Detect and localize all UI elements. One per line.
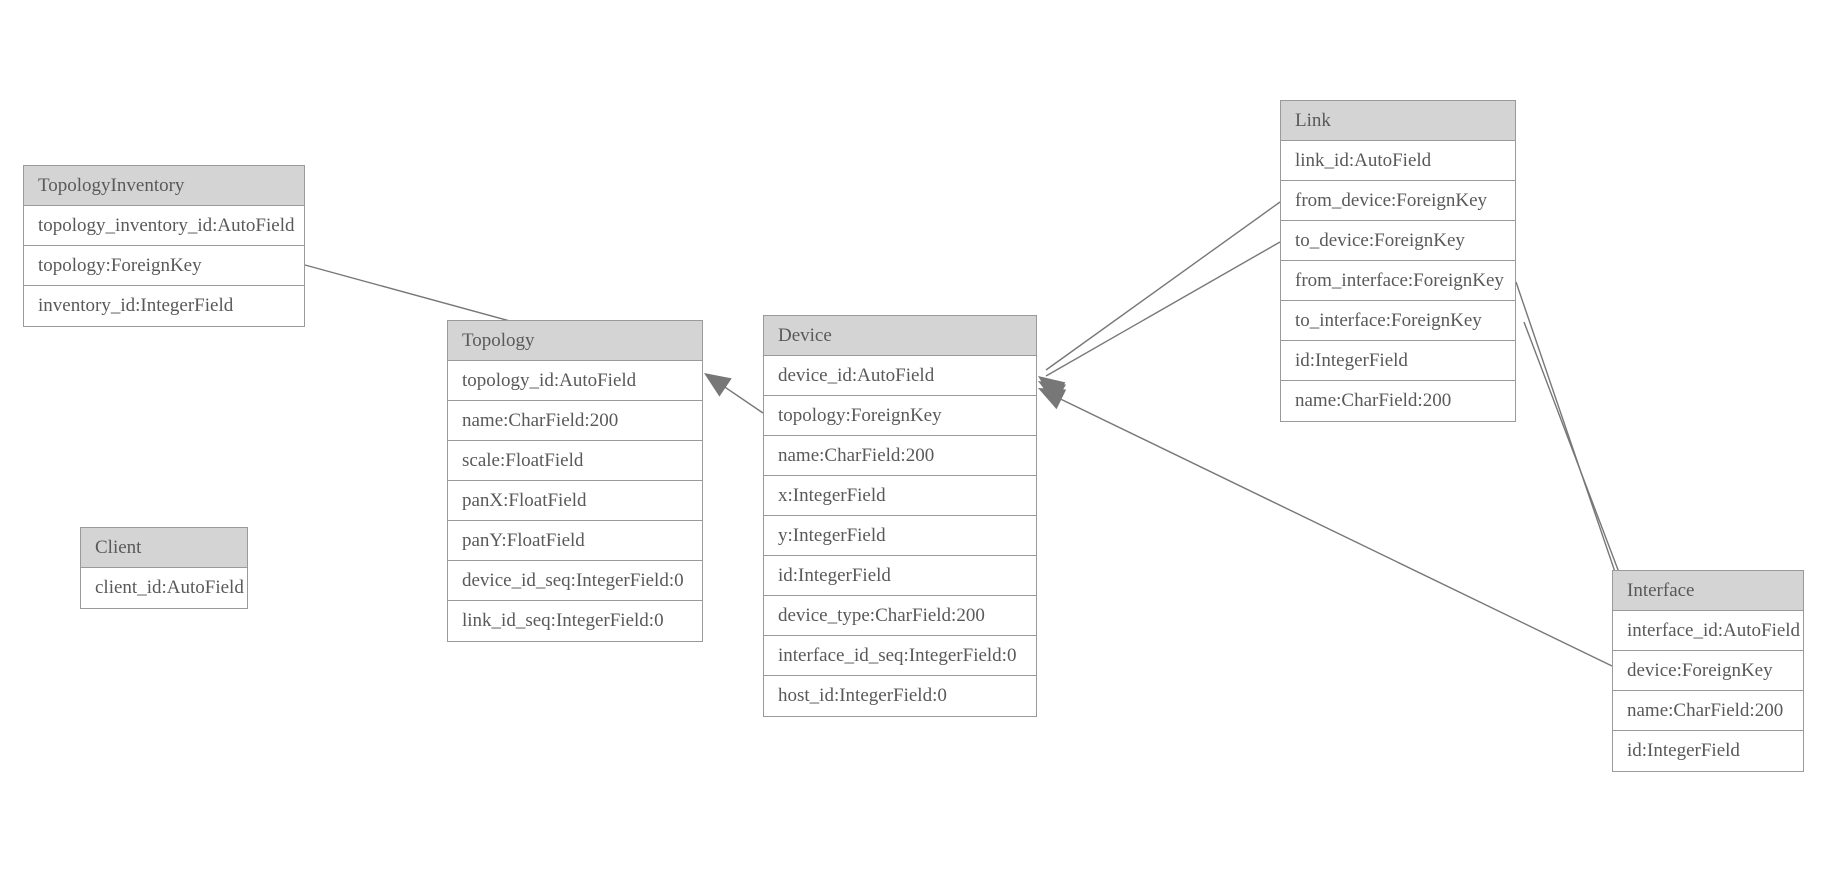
relationship-arrowhead: [1038, 388, 1067, 410]
entity-field[interactable]: topology_inventory_id:AutoField: [24, 206, 304, 246]
relationship-line: [1045, 201, 1281, 371]
entity-field[interactable]: topology:ForeignKey: [764, 396, 1036, 436]
entity-field[interactable]: to_device:ForeignKey: [1281, 221, 1515, 261]
entity-field[interactable]: id:IntegerField: [764, 556, 1036, 596]
entity-title-device: Device: [764, 316, 1036, 356]
entity-field[interactable]: interface_id_seq:IntegerField:0: [764, 636, 1036, 676]
entity-field[interactable]: scale:FloatField: [448, 441, 702, 481]
entity-field[interactable]: name:CharField:200: [1613, 691, 1803, 731]
entity-field[interactable]: device:ForeignKey: [1613, 651, 1803, 691]
entity-field[interactable]: panX:FloatField: [448, 481, 702, 521]
entity-field[interactable]: from_interface:ForeignKey: [1281, 261, 1515, 301]
entity-field[interactable]: device_type:CharField:200: [764, 596, 1036, 636]
relationship-line: [1523, 321, 1635, 613]
entity-field[interactable]: client_id:AutoField: [81, 568, 247, 608]
entity-field[interactable]: interface_id:AutoField: [1613, 611, 1803, 651]
entity-title-topology_inventory: TopologyInventory: [24, 166, 304, 206]
relationship-line: [1515, 281, 1629, 611]
entity-field[interactable]: device_id:AutoField: [764, 356, 1036, 396]
entity-field[interactable]: panY:FloatField: [448, 521, 702, 561]
relationship-edge: [1038, 201, 1281, 401]
entity-field[interactable]: host_id:IntegerField:0: [764, 676, 1036, 716]
relationship-arrowhead: [1038, 381, 1067, 404]
entity-field[interactable]: name:CharField:200: [1281, 381, 1515, 421]
relationship-line: [1045, 241, 1281, 377]
entity-field[interactable]: name:CharField:200: [448, 401, 702, 441]
entity-title-topology: Topology: [448, 321, 702, 361]
entity-field[interactable]: y:IntegerField: [764, 516, 1036, 556]
entity-title-link: Link: [1281, 101, 1515, 141]
entity-field[interactable]: from_device:ForeignKey: [1281, 181, 1515, 221]
entity-field[interactable]: id:IntegerField: [1613, 731, 1803, 771]
relationship-line: [709, 376, 764, 414]
entity-field[interactable]: topology_id:AutoField: [448, 361, 702, 401]
relationship-edge: [704, 373, 764, 414]
relationship-edge: [1038, 241, 1281, 404]
entity-field[interactable]: name:CharField:200: [764, 436, 1036, 476]
entity-field[interactable]: device_id_seq:IntegerField:0: [448, 561, 702, 601]
entity-title-client: Client: [81, 528, 247, 568]
entity-field[interactable]: x:IntegerField: [764, 476, 1036, 516]
entity-title-interface: Interface: [1613, 571, 1803, 611]
entity-field[interactable]: link_id:AutoField: [1281, 141, 1515, 181]
entity-field[interactable]: link_id_seq:IntegerField:0: [448, 601, 702, 641]
entity-field[interactable]: topology:ForeignKey: [24, 246, 304, 286]
entity-field[interactable]: to_interface:ForeignKey: [1281, 301, 1515, 341]
entity-field[interactable]: id:IntegerField: [1281, 341, 1515, 381]
entity-field[interactable]: inventory_id:IntegerField: [24, 286, 304, 326]
relationship-line: [1045, 391, 1613, 667]
